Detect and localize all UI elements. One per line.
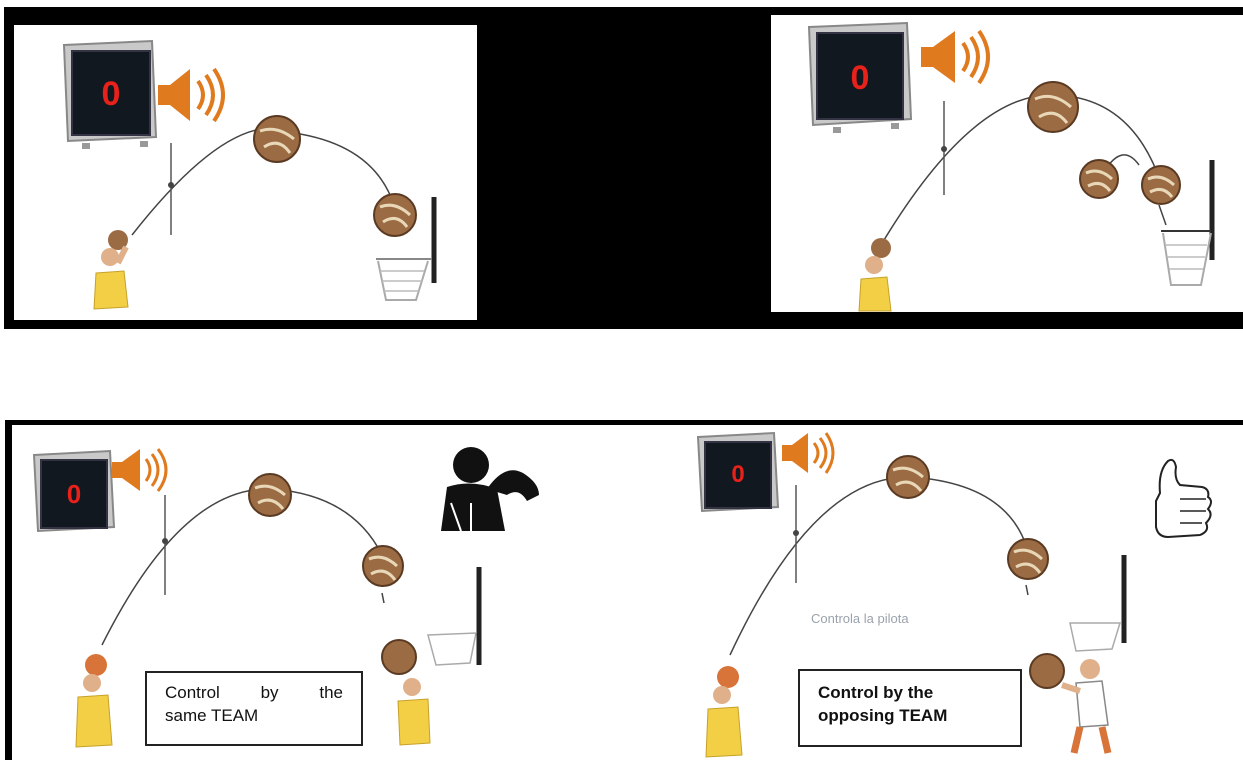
score-value: 0	[101, 75, 121, 113]
caption-word: Control	[165, 683, 220, 702]
caption-word: by	[260, 683, 279, 702]
thumbs-up-icon	[1155, 458, 1212, 539]
panel-shot-top-right: 0	[771, 15, 1243, 312]
caption-line-2: same TEAM	[165, 706, 259, 725]
caption-box-same-team: Control by the same TEAM	[145, 671, 363, 746]
scoreboard-icon	[807, 21, 913, 133]
shot-trajectory-scene	[858, 81, 1215, 312]
caption-line-1: Control by the	[165, 681, 343, 704]
caption-word: the	[319, 683, 343, 702]
panel-control-same-team: 0 Control by the same TEAM	[12, 425, 614, 760]
score-value: 0	[850, 59, 870, 97]
scoreboard-icon	[32, 449, 116, 533]
scoreboard-icon	[62, 39, 158, 149]
speaker-icon	[112, 448, 168, 492]
referee-icon	[441, 447, 539, 532]
shot-trajectory-scene	[75, 473, 482, 748]
score-value: 0	[66, 479, 82, 509]
speaker-icon	[782, 432, 835, 474]
shot-trajectory-scene	[705, 455, 1127, 758]
scoreboard-icon	[696, 431, 780, 513]
score-value: 0	[731, 461, 745, 488]
speaker-icon	[921, 29, 990, 85]
caption-box-opposing-team: Control by the opposing TEAM	[798, 669, 1022, 747]
speaker-icon	[158, 67, 225, 123]
panel-shot-top-left: 0	[14, 25, 477, 320]
faint-background-text: Controla la pilota	[811, 611, 909, 626]
panel-control-opposing-team: 0 Controla la pilota Control by the oppo…	[614, 425, 1243, 760]
shot-trajectory-scene	[93, 115, 437, 310]
